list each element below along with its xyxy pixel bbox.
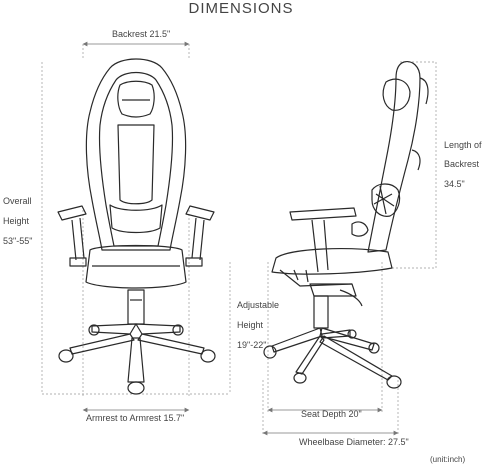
side-chair <box>263 61 429 389</box>
backrest-length-label-line2: Backrest <box>444 159 480 169</box>
dimension-arrows <box>82 41 399 436</box>
armrest-width-label: Armrest to Armrest 15.7" <box>86 413 185 423</box>
adjustable-height-value: 19"-22" <box>237 340 267 350</box>
overall-height-label-line1: Overall <box>3 196 32 206</box>
seat-depth-label: Seat Depth 20" <box>301 409 362 419</box>
unit-note: (unit:inch) <box>430 455 466 464</box>
front-chair <box>57 58 216 395</box>
wheelbase-diameter-label: Wheelbase Diameter: 27.5" <box>299 437 409 447</box>
backrest-length-value: 34.5" <box>444 179 465 189</box>
adjustable-height-label-line2: Height <box>237 320 264 330</box>
overall-height-label-line2: Height <box>3 216 30 226</box>
overall-height-value: 53"-55" <box>3 236 33 246</box>
adjustable-height-label-line1: Adjustable <box>237 300 280 310</box>
page-title: DIMENSIONS <box>188 0 294 17</box>
backrest-length-label-line1: Length of <box>444 140 482 150</box>
dimension-guides <box>41 44 437 435</box>
backrest-width-label: Backrest 21.5" <box>112 29 171 39</box>
